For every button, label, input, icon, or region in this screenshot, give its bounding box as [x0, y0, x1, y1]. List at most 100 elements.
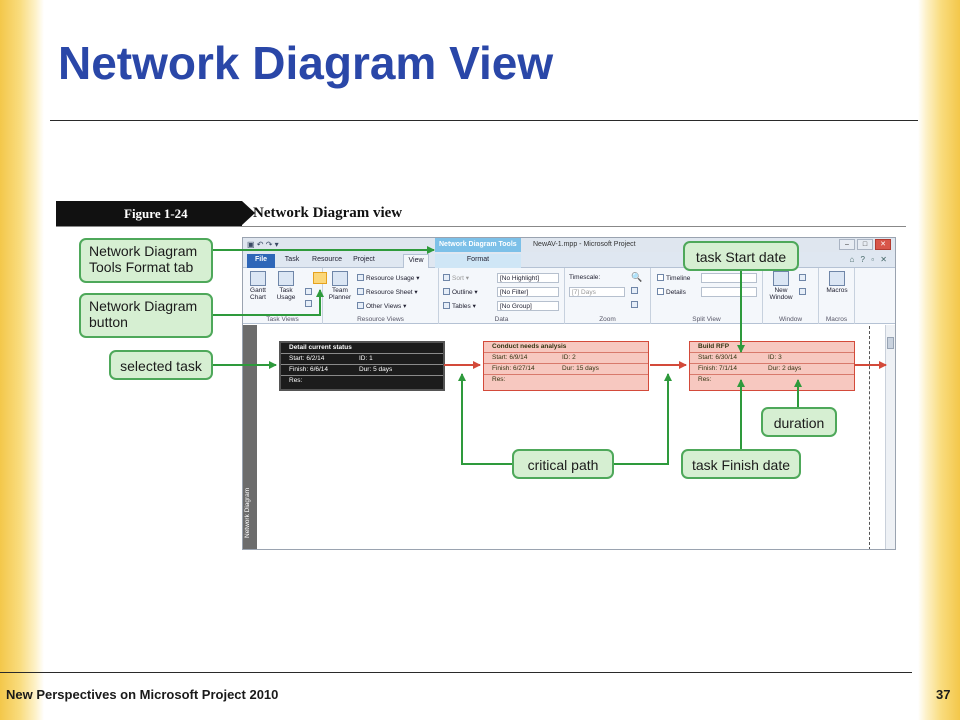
callout-duration: duration [761, 407, 837, 437]
team-planner-button[interactable]: Team Planner [327, 271, 353, 301]
task-node-resources: Res: [492, 376, 506, 383]
selected-tasks-icon[interactable] [631, 301, 640, 309]
view-bar [243, 325, 257, 549]
task-node-finish: Finish: 6/27/14 [492, 365, 535, 372]
minimize-button[interactable]: – [839, 239, 855, 250]
task-node-finish: Finish: 7/1/14 [698, 365, 738, 372]
group-label-resource-views: Resource Views [357, 316, 404, 323]
quick-access-toolbar[interactable]: ▣ ↶ ↷ ▾ [247, 240, 279, 249]
task-node-start: Start: 6/2/14 [289, 355, 325, 362]
calendar-view-icon[interactable] [305, 288, 314, 296]
task-node-id: ID: 1 [359, 355, 373, 362]
tab-project[interactable]: Project [353, 256, 375, 263]
new-window-icon [773, 271, 789, 286]
task-usage-button[interactable]: Task Usage [275, 271, 297, 301]
footer-text: New Perspectives on Microsoft Project 20… [6, 687, 279, 702]
resource-usage-button[interactable]: Resource Usage ▾ [357, 274, 420, 282]
tab-resource[interactable]: Resource [312, 256, 342, 263]
group-resource-views: Team Planner Resource Usage ▾ Resource S… [323, 268, 439, 324]
page-number: 37 [936, 687, 951, 702]
task-node-duration: Dur: 5 days [359, 366, 393, 373]
page-break-line [869, 326, 870, 549]
window-controls: – □ ✕ [839, 239, 891, 250]
ribbon-help-icons[interactable]: ⌂ ? ▫ ✕ [849, 255, 889, 264]
footer-divider [0, 672, 912, 673]
filter-dropdown[interactable]: [No Filter] [497, 287, 559, 297]
switch-windows-icon[interactable] [799, 274, 808, 282]
arrange-icon[interactable] [799, 288, 808, 296]
group-zoom: Timescale: [7] Days 🔍 Zoom [565, 268, 651, 324]
figure-caption: Network Diagram view [253, 205, 403, 221]
tab-task[interactable]: Task [284, 256, 300, 263]
group-label-zoom: Zoom [599, 316, 616, 323]
group-task-views: Gantt Chart Task Usage Task Views [243, 268, 327, 324]
window-title: NewAV-1.mpp - Microsoft Project [533, 241, 636, 248]
slide-title: Network Diagram View [58, 37, 554, 89]
group-label-macros: Macros [825, 316, 848, 323]
details-dropdown[interactable] [701, 287, 757, 297]
timeline-checkbox[interactable]: Timeline [657, 274, 690, 282]
callout-nd-button: Network Diagram button [79, 293, 213, 338]
vertical-scrollbar[interactable] [885, 325, 895, 549]
other-task-views-icon[interactable] [305, 300, 314, 308]
view-bar-label: Network Diagram [244, 487, 251, 538]
details-checkbox[interactable]: Details [657, 288, 686, 296]
figure-banner: Figure 1-24 Network Diagram view [56, 201, 906, 226]
task-node-start: Start: 6/9/14 [492, 354, 528, 361]
new-window-button[interactable]: New Window [767, 271, 795, 301]
tab-format[interactable]: Format [435, 254, 521, 268]
task-node-duration: Dur: 2 days [768, 365, 802, 372]
task-node-name: Detail current status [281, 343, 443, 354]
task-node-id: ID: 2 [562, 354, 576, 361]
team-planner-icon [332, 271, 348, 286]
timeline-dropdown[interactable] [701, 273, 757, 283]
macros-icon [829, 271, 845, 286]
tab-view[interactable]: View [403, 254, 429, 268]
tables-button[interactable]: Tables ▾ [443, 302, 476, 310]
network-diagram-button[interactable] [313, 272, 327, 284]
maximize-button[interactable]: □ [857, 239, 873, 250]
task-node-name: Build RFP [690, 342, 854, 353]
gantt-chart-icon [250, 271, 266, 286]
group-label-data: Data [494, 316, 509, 323]
callout-selected-task: selected task [109, 350, 213, 380]
callout-critical-path: critical path [512, 449, 614, 479]
timescale-dropdown[interactable]: [7] Days [569, 287, 625, 297]
task-node-2[interactable]: Conduct needs analysis Start: 6/9/14 ID: … [483, 341, 649, 391]
task-node-1[interactable]: Detail current status Start: 6/2/14 ID: 1… [279, 341, 445, 391]
callout-task-finish-date: task Finish date [681, 449, 801, 479]
tab-file[interactable]: File [247, 254, 275, 268]
macros-button[interactable]: Macros [822, 271, 852, 294]
entire-project-icon[interactable] [631, 287, 640, 295]
other-views-button[interactable]: Other Views ▾ [357, 302, 406, 310]
group-macros: Macros Macros [819, 268, 855, 324]
outline-button[interactable]: Outline ▾ [443, 288, 478, 296]
slide-left-accent-bar [0, 0, 44, 720]
project-window-screenshot: ▣ ↶ ↷ ▾ Network Diagram Tools NewAV-1.mp… [242, 237, 896, 550]
task-node-duration: Dur: 15 days [562, 365, 599, 372]
group-data: Sort ▾ Outline ▾ Tables ▾ [No Highlight]… [439, 268, 565, 324]
group-dropdown[interactable]: [No Group] [497, 301, 559, 311]
task-node-name: Conduct needs analysis [484, 342, 648, 353]
resource-sheet-button[interactable]: Resource Sheet ▾ [357, 288, 418, 296]
timescale-label: Timescale: [569, 274, 601, 281]
zoom-icon[interactable]: 🔍 [631, 272, 643, 282]
task-node-finish: Finish: 6/6/14 [289, 366, 329, 373]
callout-task-start-date: task Start date [683, 241, 799, 271]
highlight-dropdown[interactable]: [No Highlight] [497, 273, 559, 283]
group-window: New Window Window [763, 268, 819, 324]
task-node-id: ID: 3 [768, 354, 782, 361]
task-node-resources: Res: [698, 376, 712, 383]
group-split-view: Timeline Details Split View [651, 268, 763, 324]
figure-label: Figure 1-24 [124, 206, 188, 221]
figure-label-block [56, 201, 242, 226]
close-button[interactable]: ✕ [875, 239, 891, 250]
callout-tools-format-tab: Network Diagram Tools Format tab [79, 238, 213, 283]
gantt-chart-button[interactable]: Gantt Chart [247, 271, 269, 301]
task-usage-icon [278, 271, 294, 286]
ribbon: Gantt Chart Task Usage Task Views Team P… [243, 268, 895, 324]
figure-label-arrow [242, 201, 255, 225]
scrollbar-thumb[interactable] [887, 337, 894, 349]
sort-button[interactable]: Sort ▾ [443, 274, 469, 282]
